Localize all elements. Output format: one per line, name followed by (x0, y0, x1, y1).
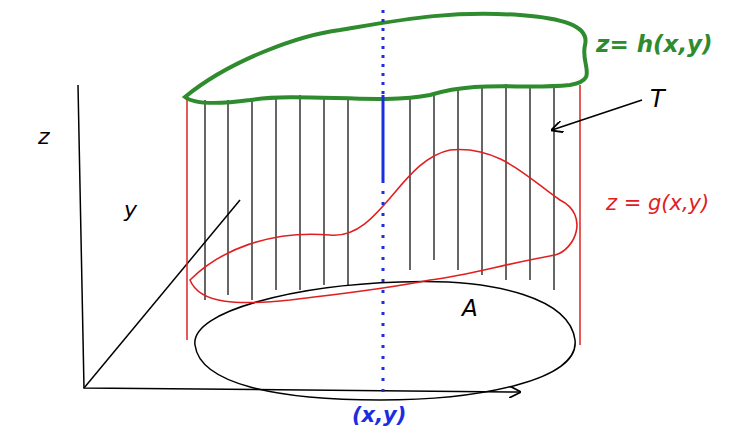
surface-label: z= h(x,y) (596, 32, 713, 57)
hatching (205, 84, 554, 300)
side-wall (186, 97, 188, 340)
vertical-line (382, 10, 385, 95)
upper-surface (185, 14, 587, 103)
region-label: T (650, 86, 665, 112)
point-label: (x,y) (352, 404, 406, 427)
side-wall (579, 85, 581, 345)
leader-line (552, 100, 642, 130)
region-label: A (462, 296, 478, 321)
vertical-line (382, 95, 385, 180)
vertical-line (382, 180, 385, 398)
surface-label: z = g(x,y) (606, 192, 709, 215)
axis-label: y (124, 198, 137, 222)
axes (78, 85, 520, 392)
axis-label: z (38, 125, 50, 149)
y-axis (84, 200, 240, 388)
